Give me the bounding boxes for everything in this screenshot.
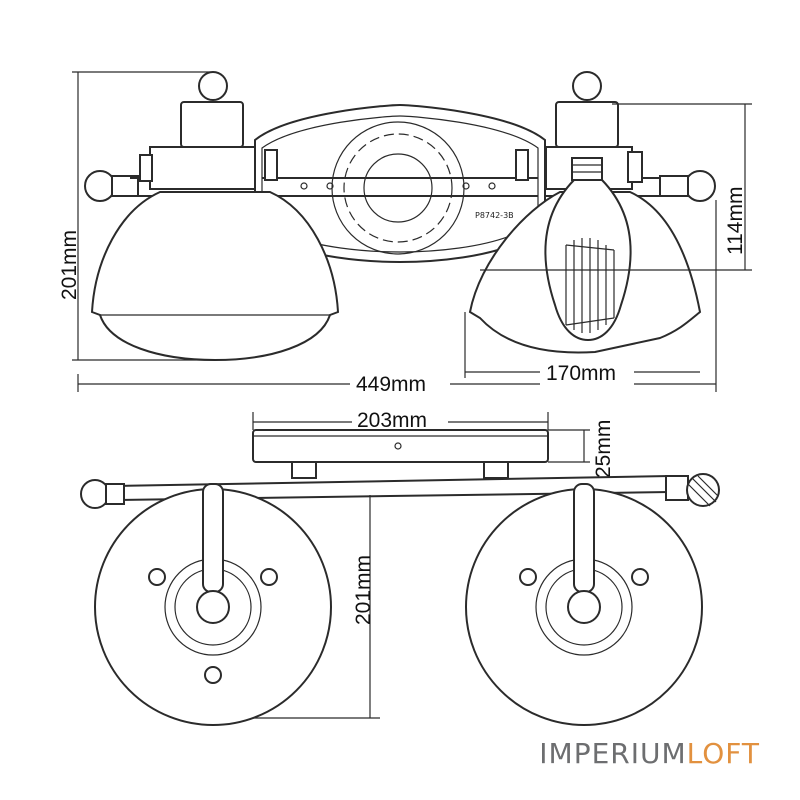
crossbar-hole xyxy=(462,182,470,190)
top-finial-right xyxy=(572,71,602,101)
collar-nut-left xyxy=(139,154,153,182)
screw-left-b xyxy=(260,568,278,586)
dim-shade-width: 170mm xyxy=(546,362,616,385)
screw-left-a xyxy=(148,568,166,586)
shade-left xyxy=(90,191,340,362)
screw-right-a xyxy=(519,568,537,586)
dim-backplate-width: 203mm xyxy=(357,409,427,432)
brand-logo: IMPERIUMLOFT xyxy=(539,737,760,770)
mounting-ring-inner xyxy=(363,153,433,223)
top-nut-right xyxy=(665,475,689,501)
top-view: 203mm 25mm 201mm xyxy=(80,408,720,726)
side-finial-right xyxy=(684,170,716,202)
socket-cup-left xyxy=(180,101,244,148)
screw-left-c xyxy=(204,666,222,684)
arm-knob-left xyxy=(111,175,139,197)
top-finial-left-view xyxy=(80,479,110,509)
side-finial-left xyxy=(84,170,116,202)
socket-top-left xyxy=(196,590,230,624)
crossbar-hole xyxy=(488,182,496,190)
collar-left xyxy=(149,146,259,190)
shade-top-left xyxy=(94,483,332,726)
bulb-base xyxy=(571,157,603,181)
dim-width-total: 449mm xyxy=(356,373,426,396)
top-finial-right-view xyxy=(686,473,720,507)
edison-bulb xyxy=(544,157,632,342)
front-view: P8742-3B 201mm 114mm xyxy=(58,71,752,396)
part-label: P8742-3B xyxy=(475,211,514,220)
shade-stem-left xyxy=(202,483,224,593)
dim-height-front: 201mm xyxy=(58,230,81,300)
socket-cup-right xyxy=(555,101,619,148)
stud-right xyxy=(483,461,509,479)
shade-top-right xyxy=(465,483,703,726)
stud-left xyxy=(291,461,317,479)
backplate-screw-right xyxy=(515,149,529,181)
dim-height-fixture: 114mm xyxy=(724,187,747,255)
crossbar-hole xyxy=(300,182,308,190)
backplate-screw-left xyxy=(264,149,278,181)
mounting-ring-slots xyxy=(343,133,453,243)
backplate-hole xyxy=(394,442,402,450)
dim-backplate-depth: 25mm xyxy=(592,420,615,478)
collar-nut-right xyxy=(627,151,643,183)
top-knob-left xyxy=(105,483,125,505)
screw-right-b xyxy=(631,568,649,586)
socket-top-right xyxy=(567,590,601,624)
shade-stem-right xyxy=(573,483,595,593)
top-finial-left xyxy=(198,71,228,101)
dim-depth-top: 201mm xyxy=(352,555,375,625)
logo-part2: LOFT xyxy=(686,737,760,770)
bulb-glass xyxy=(544,179,632,342)
crossbar-hole xyxy=(326,182,334,190)
arm-knob-right xyxy=(659,175,689,197)
logo-part1: IMPERIUM xyxy=(539,737,687,770)
